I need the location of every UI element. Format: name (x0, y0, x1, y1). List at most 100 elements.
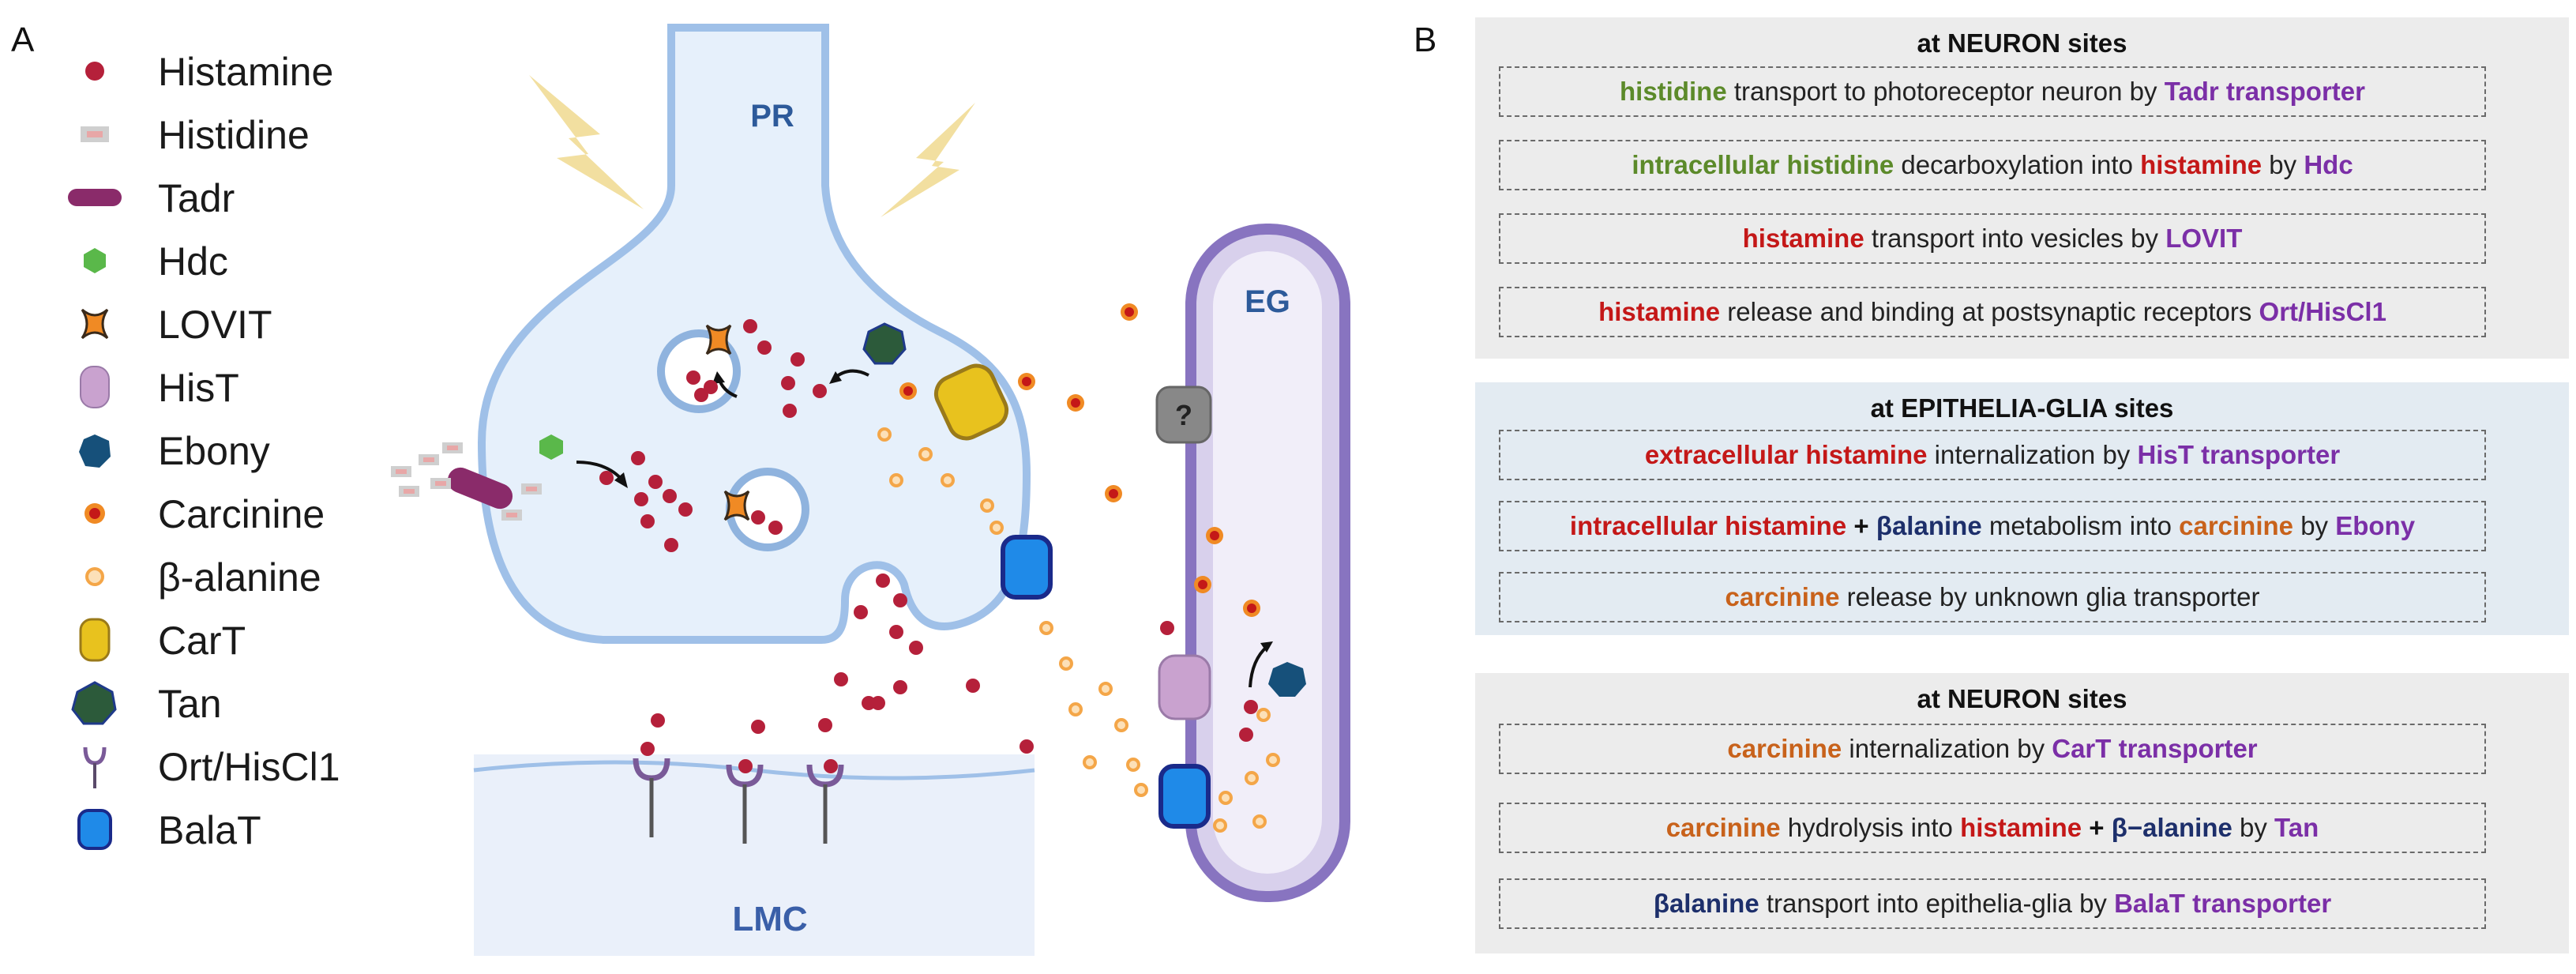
histidine-molecule (391, 466, 411, 477)
histamine-molecule (1244, 700, 1258, 714)
step-text-segment: histamine (1598, 297, 1721, 326)
section-title: at NEURON sites (1917, 28, 2127, 58)
histamine-molecule (634, 492, 648, 506)
carcinine-icon (84, 503, 105, 524)
step-text-segment: histamine (1960, 813, 2082, 842)
legend-label: Tan (158, 682, 222, 726)
step-row: histamine release and binding at postsyn… (1499, 287, 2486, 337)
lmc-region (474, 754, 1035, 956)
histamine-molecule (751, 510, 765, 525)
histamine-molecule (678, 502, 693, 517)
carcinine-molecule (1194, 576, 1211, 593)
beta-alanine-molecule (980, 498, 994, 513)
ebony-icon (79, 434, 111, 468)
beta-alanine-icon (85, 567, 104, 586)
histamine-molecule (1020, 739, 1034, 754)
step-row: intracellular histamine + βalanine metab… (1499, 501, 2486, 551)
histamine-molecule (640, 742, 655, 756)
histamine-molecule (871, 696, 885, 710)
light-bolt-left-icon (529, 75, 644, 209)
beta-alanine-molecule (918, 447, 933, 461)
histamine-molecule (751, 720, 765, 734)
legend-label: Tadr (158, 176, 235, 220)
cart-transporter-icon (933, 363, 1009, 441)
section-neuron-recycling: at NEURON sites carcinine internalizatio… (1475, 673, 2569, 953)
step-text-segment: internalization by (1842, 734, 2052, 763)
histamine-molecule (631, 451, 645, 465)
step-text-segment: βalanine (1653, 889, 1759, 918)
arrowhead-icon (614, 472, 628, 488)
step-text-segment: HisT transporter (2137, 440, 2341, 469)
ort-hiscl1-receptor (806, 764, 844, 844)
legend-item-carcinine: Carcinine (55, 482, 395, 545)
lovit-transporter-icon (705, 324, 732, 355)
legend-item-histamine: Histamine (55, 39, 395, 103)
beta-alanine-molecule (1219, 791, 1233, 805)
step-text-segment: β−alanine (2111, 813, 2232, 842)
carcinine-molecule (1206, 527, 1223, 544)
beta-alanine-molecule (941, 473, 955, 487)
step-text-segment: transport into vesicles by (1864, 224, 2166, 253)
step-row: carcinine internalization by CarT transp… (1499, 724, 2486, 774)
tan-icon (71, 681, 117, 725)
beta-alanine-molecule (1126, 758, 1140, 772)
step-row: intracellular histidine decarboxylation … (1499, 140, 2486, 190)
legend-item-beta-alanine: β-alanine (55, 545, 395, 608)
hist-transporter-icon (1158, 654, 1211, 720)
step-text-segment: + (1846, 511, 1876, 540)
legend-label: CarT (158, 619, 246, 663)
carcinine-molecule (1067, 394, 1084, 412)
histamine-molecule (781, 376, 795, 390)
beta-alanine-molecule (1134, 783, 1148, 797)
step-row: extracellular histamine internalization … (1499, 430, 2486, 480)
step-text-segment: by (2293, 511, 2336, 540)
step-text-segment: + (2082, 813, 2112, 842)
histamine-molecule (813, 384, 827, 398)
section-title: at NEURON sites (1917, 684, 2127, 713)
step-text-segment: extracellular histamine (1644, 440, 1928, 469)
legend: Histamine Histidine Tadr Hdc LOVIT HisT … (55, 39, 395, 853)
section-epithelia-glia: at EPITHELIA-GLIA sites extracellular hi… (1475, 382, 2569, 635)
step-text-segment: carcinine (2179, 511, 2294, 540)
step-text-segment: BalaT transporter (2114, 889, 2332, 918)
lmc-label: LMC (732, 900, 807, 938)
beta-alanine-molecule (1266, 753, 1280, 767)
histamine-molecule (664, 538, 678, 552)
panel-label-b: B (1414, 21, 1437, 59)
tan-enzyme-icon (862, 322, 907, 365)
legend-item-ebony: Ebony (55, 419, 395, 482)
lmc-membrane (473, 760, 1035, 780)
step-text-segment: by (2262, 150, 2304, 179)
step-text-segment: intracellular histidine (1632, 150, 1894, 179)
step-row: histidine transport to photoreceptor neu… (1499, 66, 2486, 117)
carcinine-molecule (1105, 485, 1122, 502)
step-text-segment: Tan (2274, 813, 2319, 842)
histamine-molecule (854, 605, 868, 619)
histidine-molecule (419, 454, 439, 465)
step-text-segment: histamine (1742, 224, 1864, 253)
legend-item-ort-hiscl1: Ort/HisCl1 (55, 735, 395, 798)
legend-item-tadr: Tadr (55, 166, 395, 229)
carcinine-molecule (1121, 303, 1138, 321)
beta-alanine-molecule (1252, 814, 1267, 829)
step-text-segment: metabolism into (1981, 511, 2180, 540)
balat-transporter-neuron-icon (1001, 535, 1053, 600)
histamine-molecule (893, 680, 907, 694)
synapse-diagram: LMC PR EG ? (391, 24, 1350, 956)
histamine-icon (85, 62, 104, 81)
histidine-molecule (399, 486, 419, 497)
step-row: histamine transport into vesicles by LOV… (1499, 213, 2486, 264)
histamine-molecule (704, 380, 718, 394)
step-text-segment: release and binding at postsynaptic rece… (1720, 297, 2259, 326)
histamine-molecule (818, 718, 832, 732)
legend-item-tan: Tan (55, 671, 395, 735)
histamine-molecule (824, 759, 838, 773)
step-text-segment: Tadr transporter (2164, 77, 2365, 106)
legend-label: BalaT (158, 808, 261, 852)
step-text-segment: Ebony (2335, 511, 2416, 540)
step-text-segment: intracellular histamine (1569, 511, 1847, 540)
histamine-molecule (876, 573, 890, 588)
legend-label: Carcinine (158, 492, 325, 536)
beta-alanine-molecule (1213, 818, 1227, 833)
legend-label: Hdc (158, 239, 228, 284)
